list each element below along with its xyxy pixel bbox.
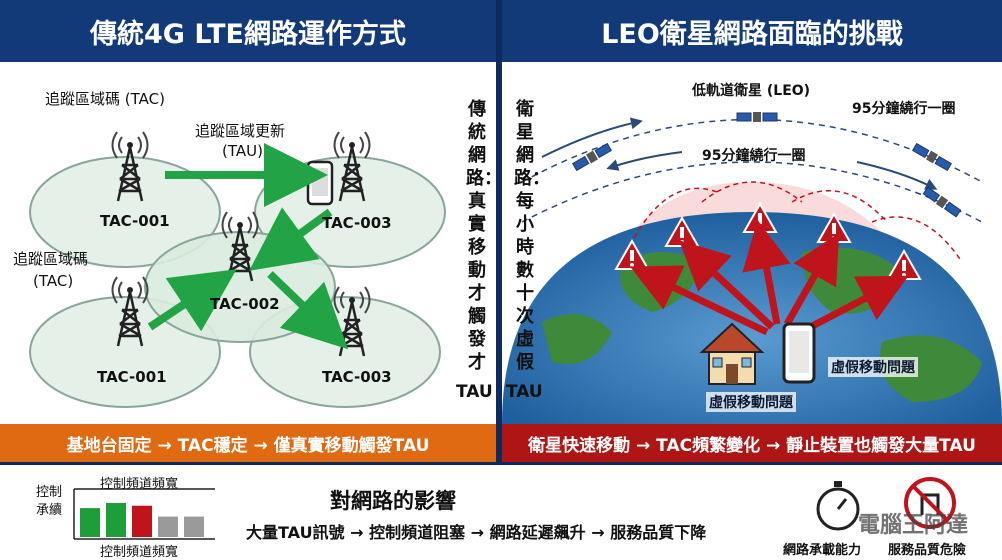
watermark: 電腦王阿達	[858, 513, 969, 538]
cell-ellipse-tac002	[144, 231, 336, 343]
arrow-to-tac003	[267, 271, 349, 350]
axis-label-line1: 控制	[36, 485, 63, 500]
left-footer-bar: 基地台固定 → TAC穩定 → 僅真實移動觸發TAU	[0, 424, 496, 462]
vertical-text-traditional-tail: TAU	[456, 382, 493, 402]
tau-arrow	[783, 232, 840, 326]
vertical-text-traditional: 傳統網路：真實移動才觸發才	[466, 99, 502, 373]
bandwidth-label-bottom: 控制頻道頻寬	[100, 545, 179, 560]
house-icon	[699, 322, 765, 385]
impact-chain: 大量TAU訊號 → 控制頻道阻塞 → 網路延遲飆升 → 服務品質下降	[246, 523, 707, 542]
bandwidth-bar	[80, 508, 100, 537]
arrow-from-tac001	[147, 269, 237, 332]
phone-icon	[306, 160, 334, 206]
satellite-icon	[911, 142, 953, 172]
vertical-text-satellite-tail: TAU	[506, 382, 543, 402]
cell-ellipse-tac001-top	[29, 156, 221, 268]
right-panel: LEO衛星網路面臨的挑戰	[502, 0, 1002, 462]
right-footer-bar: 衛星快速移動 → TAC頻繁變化 → 靜止裝置也觸發大量TAU	[502, 424, 1002, 462]
tau-arrow	[679, 240, 775, 330]
tau-label-line2: (TAU)	[222, 142, 263, 160]
quality-label: 服務品質危險	[888, 543, 967, 558]
bandwidth-bar-chart	[73, 488, 215, 540]
problem-label-1: 虛假移動問題	[828, 357, 918, 377]
bandwidth-bar	[106, 503, 126, 537]
tac-label-top: 追蹤區域碼 (TAC)	[45, 90, 165, 108]
satellite-icon	[571, 142, 613, 172]
stopwatch-icon	[816, 481, 860, 531]
satellite-icon	[736, 111, 778, 123]
bandwidth-bar	[158, 516, 178, 537]
left-panel: 傳統4G LTE網路運作方式	[0, 0, 502, 462]
vertical-text-satellite: 衛星網路：每小時數十次虛假	[514, 99, 550, 373]
tau-arrow	[742, 219, 791, 325]
capacity-label: 網路承載能力	[783, 543, 862, 558]
cell-label-tac003-top: TAC-003	[322, 214, 392, 232]
orbit-label-1: 95分鐘繞行一圈	[852, 101, 956, 117]
bandwidth-bar	[132, 505, 152, 537]
satellite-icon	[922, 185, 962, 219]
right-panel-title: LEO衛星網路面臨的挑戰	[502, 0, 1002, 62]
axis-label-line2: 承續	[36, 503, 63, 518]
cell-label-tac003-bottom: TAC-003	[322, 368, 392, 386]
cell-label-tac001-top: TAC-001	[100, 212, 170, 230]
bandwidth-bar	[184, 516, 204, 537]
tac-label-left-line1: 追蹤區域碼	[13, 250, 89, 268]
impact-title: 對網路的影響	[330, 489, 456, 513]
arrow-to-tac002	[249, 207, 333, 271]
left-panel-title: 傳統4G LTE網路運作方式	[0, 0, 496, 62]
lte-cell-diagram	[29, 130, 446, 408]
phone-icon	[782, 322, 816, 384]
impact-panel: 控制 承續 控制頻道頻寬 控制頻道頻寬 對網路的影響 大量TAU訊號 → 控制頻…	[0, 462, 1002, 560]
tau-label-line1: 追蹤區域更新	[195, 122, 286, 140]
leo-label: 低軌道衛星 (LEO)	[692, 83, 811, 99]
tac-label-left-line2: (TAC)	[33, 272, 74, 290]
tau-arrow	[629, 265, 769, 336]
no-signal-icon	[904, 477, 956, 529]
orbit-label-2: 95分鐘繞行一圈	[702, 148, 806, 164]
problem-label-2: 虛假移動問題	[706, 392, 796, 412]
cell-label-tac002: TAC-002	[210, 295, 280, 313]
cell-label-tac001-bottom: TAC-001	[97, 368, 167, 386]
